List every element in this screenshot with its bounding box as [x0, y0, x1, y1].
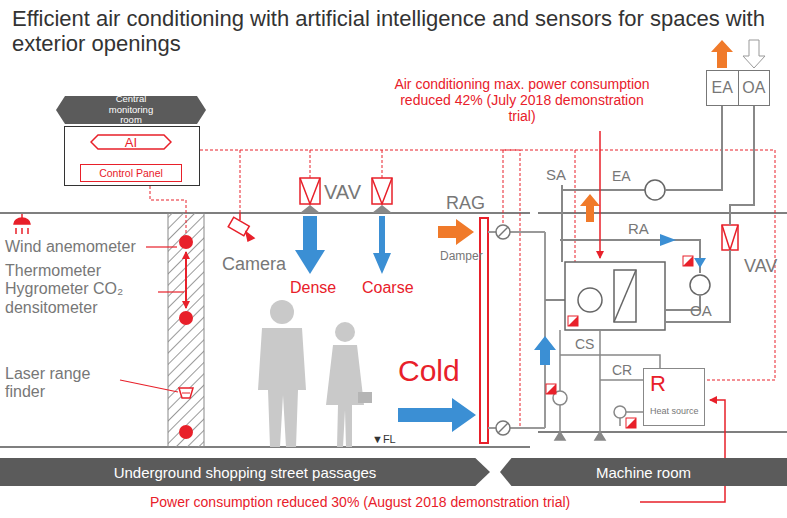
rag-dampers — [480, 218, 556, 443]
camera-icon — [228, 213, 254, 241]
diffusers — [300, 205, 392, 213]
panel-label: Control Panel — [99, 168, 163, 179]
result-note: Air conditioning max. power consumption … — [392, 76, 652, 124]
part-label: Wind anemometer — [5, 238, 136, 256]
part-label: OA — [690, 302, 712, 319]
wind-inflow — [438, 219, 474, 245]
control-panel-box: Control Panel — [80, 164, 182, 182]
coarse-airflow — [373, 216, 391, 274]
heat-source-box: RHeat source — [643, 368, 705, 426]
people — [258, 300, 372, 447]
duct-tag: EA — [707, 71, 738, 105]
control-wires — [150, 150, 775, 428]
vav-boxes — [300, 178, 738, 250]
part-label: CS — [575, 336, 594, 352]
ai-hexagon: AI — [90, 134, 172, 150]
air-handling-unit — [545, 106, 754, 330]
part-label: EA — [612, 168, 631, 184]
title: Efficient air conditioning with artifici… — [12, 6, 782, 57]
result-note: Power consumption reduced 30% (August 20… — [150, 494, 570, 510]
part-label: Camera — [222, 254, 286, 275]
ai-label: AI — [125, 136, 137, 149]
heat-source-label: Heat source — [644, 395, 704, 417]
part-label: CR — [612, 362, 632, 378]
part-label: Dense — [290, 279, 336, 297]
exhaust-out-arrow — [711, 40, 733, 68]
outdoor-in-arrow — [743, 40, 765, 68]
duct-tag: OA — [738, 71, 770, 105]
heat-source-letter: R — [644, 369, 704, 395]
part-label: Cold — [398, 354, 460, 389]
air-outlet-box: EAOA — [706, 70, 770, 106]
monitoring-room: Central monitoring roomAI Control Panel — [56, 96, 206, 188]
part-label: VAV — [324, 181, 361, 204]
building-lines — [0, 213, 787, 447]
return-air-arrow — [694, 258, 706, 268]
location-band: Machine room — [500, 458, 787, 486]
part-label: Laser range finder — [5, 365, 115, 402]
return-air-arrow — [660, 234, 676, 246]
part-label: RAG — [446, 193, 485, 214]
room-tag: Central monitoring room — [56, 96, 206, 124]
dense-airflow — [295, 216, 325, 274]
part-label: Damper — [440, 250, 483, 264]
part-label: SA — [546, 166, 566, 183]
hexagon-shape — [91, 135, 171, 149]
anemometer-icon — [14, 214, 30, 234]
part-label: ▼FL — [372, 433, 396, 446]
callout-arrow — [599, 131, 601, 258]
cold-airflow — [398, 398, 476, 432]
part-label: Thermometer Hygrometer CO₂ densitometer — [5, 262, 155, 317]
location-band: Underground shopping street passages — [0, 458, 490, 486]
part-label: VAV — [744, 256, 777, 277]
part-label: RA — [628, 220, 649, 237]
exhaust-arrow — [580, 194, 600, 222]
sensor-pillar — [168, 213, 204, 447]
part-label: Coarse — [362, 279, 414, 297]
band-label: Underground shopping street passages — [114, 465, 377, 480]
band-label: Machine room — [596, 465, 691, 480]
leader-lines — [120, 247, 184, 392]
